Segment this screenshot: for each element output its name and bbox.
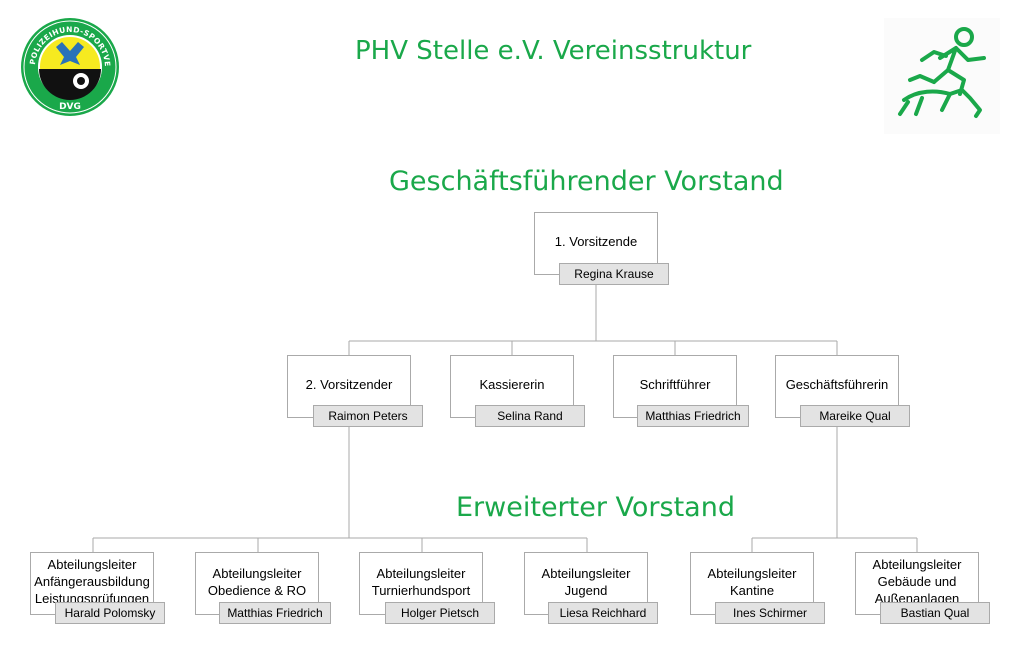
section-title-extended: Erweiterter Vorstand xyxy=(456,492,735,523)
person-name: Matthias Friedrich xyxy=(637,405,749,427)
person-name: Holger Pietsch xyxy=(385,602,495,624)
person-name: Matthias Friedrich xyxy=(219,602,331,624)
logo-dog-icon xyxy=(56,42,84,65)
role-label: Abteilungsleiter Gebäude und Außenanlage… xyxy=(872,557,962,606)
runner-with-dog-icon xyxy=(884,18,1000,134)
org-node-secretary: Schriftführer xyxy=(613,355,737,418)
logo-dvg-text: DVG xyxy=(59,102,81,112)
person-name: Bastian Qual xyxy=(880,602,990,624)
person-name: Regina Krause xyxy=(559,263,669,285)
role-label: Abteilungsleiter Turnierhundsport xyxy=(371,566,471,598)
person-name: Mareike Qual xyxy=(800,405,910,427)
person-name: Ines Schirmer xyxy=(715,602,825,624)
person-name: Liesa Reichhard xyxy=(548,602,658,624)
person-name: Raimon Peters xyxy=(313,405,423,427)
role-label: Kassiererin xyxy=(479,377,545,392)
role-label: Abteilungsleiter Kantine xyxy=(707,566,797,598)
role-label: Abteilungsleiter Jugend xyxy=(541,566,631,598)
club-logo: POLIZEIHUND-SPORTVEREIN-STELLE E.V. DVG xyxy=(20,17,119,116)
section-title-executive: Geschäftsführender Vorstand xyxy=(389,166,784,197)
role-label: 1. Vorsitzende xyxy=(554,234,638,249)
person-name: Selina Rand xyxy=(475,405,585,427)
page-title: PHV Stelle e.V. Vereinsstruktur xyxy=(355,36,752,66)
role-label: Abteilungsleiter Anfängerausbildung Leis… xyxy=(34,557,150,606)
role-label: 2. Vorsitzender xyxy=(305,377,393,392)
role-label: Abteilungsleiter Obedience & RO xyxy=(207,566,307,598)
role-label: Geschäftsführerin xyxy=(785,377,889,392)
person-name: Harald Polomsky xyxy=(55,602,165,624)
role-label: Schriftführer xyxy=(639,377,711,392)
